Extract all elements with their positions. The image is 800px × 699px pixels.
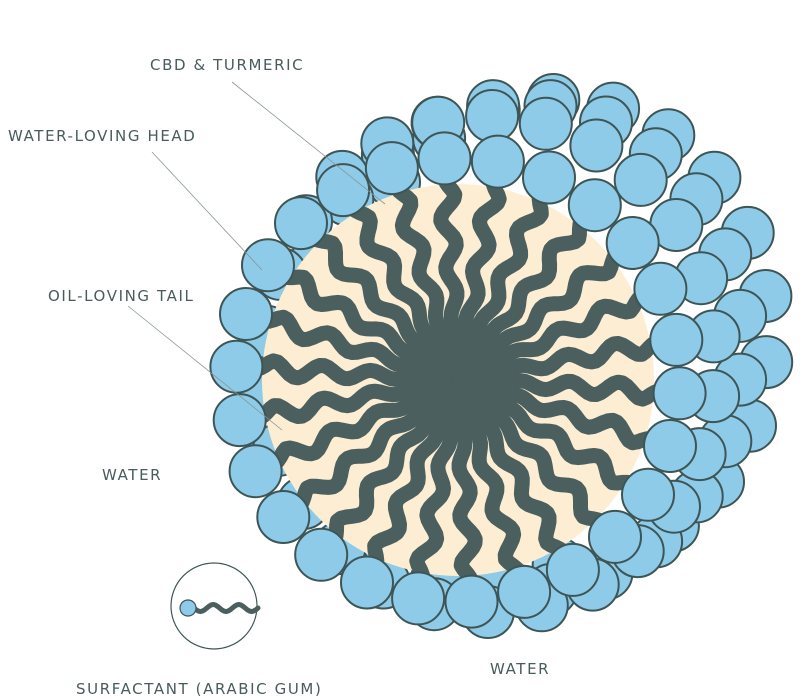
water-loving-head (417, 131, 472, 186)
water-loving-head (274, 196, 328, 251)
water-bottom-label: WATER (490, 660, 550, 678)
water-left-label: WATER (102, 466, 162, 484)
water-loving-head (316, 163, 371, 218)
oil-loving-tail (462, 336, 661, 386)
ring-head-layer (209, 131, 707, 629)
oil-loving-tail (433, 174, 465, 376)
water-loving-head (470, 134, 525, 189)
water-loving-head (621, 467, 675, 522)
oil-loving-tail (270, 377, 455, 469)
water-loving-head (364, 141, 419, 196)
oil-loving-tail (462, 376, 655, 451)
oil-loving-tail (452, 177, 507, 376)
surfactant-label: SURFACTANT (ARABIC GUM) (76, 680, 322, 698)
head-circle (613, 152, 668, 207)
oil-loving-tail (460, 378, 635, 491)
water-loving-head (567, 178, 622, 233)
head-circle (465, 89, 520, 143)
cbd-turmeric-label: CBD & TURMERIC (150, 56, 304, 74)
water-loving-head (522, 150, 576, 205)
water-loving-head (588, 509, 642, 564)
oil-loving-tail (367, 383, 461, 569)
oil-loving-tail (456, 382, 568, 557)
oil-loving-tail (459, 381, 606, 528)
oil-loving-tail (455, 191, 549, 377)
cbd-leader-line (231, 81, 386, 205)
legend-head (179, 599, 197, 617)
oil-loving-tail (261, 309, 454, 384)
water-loving-head (633, 261, 688, 316)
water-loving-head-label: WATER-LOVING HEAD (8, 127, 196, 145)
oil-loving-tail (255, 374, 454, 424)
oil-loving-tail (462, 373, 664, 407)
water-loving-head (545, 542, 600, 597)
water-loving-head (652, 366, 707, 421)
oil-loving-tail (454, 384, 525, 577)
water-loving-head (241, 238, 295, 293)
head-circle (518, 96, 573, 151)
oil-loving-tail (328, 381, 459, 544)
water-loving-head (643, 419, 697, 473)
water-loving-head (497, 564, 552, 619)
head-leader-line (151, 151, 263, 271)
water-loving-head (209, 339, 264, 394)
water-loving-head (649, 312, 704, 367)
oil-loving-tail (451, 384, 483, 586)
tail-leader-line (127, 305, 283, 431)
water-loving-head (219, 287, 273, 341)
water-loving-head (391, 571, 446, 626)
head-circle (569, 118, 624, 173)
tail-layer (252, 174, 664, 586)
tail-center-knot (452, 374, 464, 386)
water-loving-head (444, 574, 499, 629)
water-loving-head (605, 216, 660, 270)
surfactant-molecule-icon (170, 562, 261, 650)
water-loving-head (256, 490, 311, 544)
legend-tail (191, 601, 261, 615)
water-loving-head (212, 393, 267, 448)
oil-loving-tail (457, 216, 588, 379)
oil-loving-tail (310, 232, 457, 379)
oil-loving-tail (409, 384, 464, 583)
oil-loving-tail (252, 353, 454, 387)
oil-loving-tail (348, 203, 460, 378)
water-loving-head (228, 444, 283, 499)
oil-loving-tail-label: OIL-LOVING TAIL (48, 287, 194, 305)
oil-loving-tail (391, 183, 462, 376)
water-loving-head (340, 555, 394, 610)
oil-loving-tail (461, 291, 646, 383)
oil-loving-tail (294, 379, 457, 510)
oil-loving-tail (459, 250, 622, 381)
tail-center-strand (459, 371, 498, 381)
oil-loving-tail (281, 269, 456, 382)
water-loving-head (294, 527, 349, 582)
